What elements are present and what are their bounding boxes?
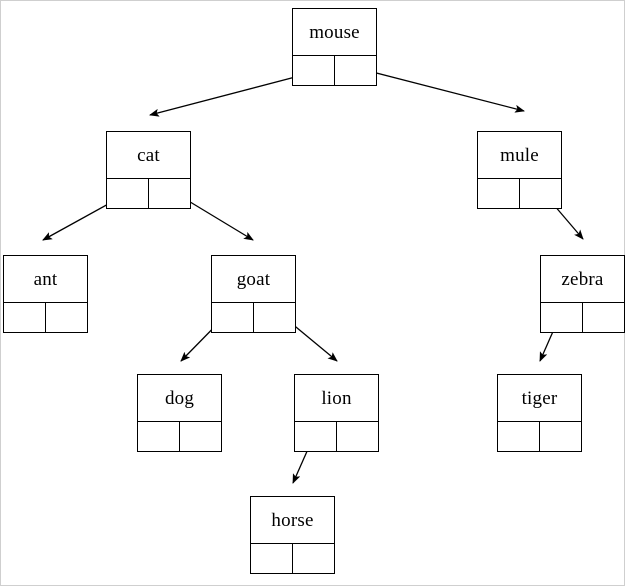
right-pointer-cell-zebra[interactable] — [583, 303, 624, 332]
node-pointers-ant — [4, 303, 87, 332]
right-pointer-cell-tiger[interactable] — [540, 422, 581, 451]
left-pointer-cell-ant[interactable] — [4, 303, 46, 332]
right-pointer-cell-horse[interactable] — [293, 544, 334, 573]
node-pointers-mouse — [293, 56, 376, 85]
tree-node-cat[interactable]: cat — [106, 131, 191, 209]
node-label-ant: ant — [4, 256, 87, 303]
node-label-dog: dog — [138, 375, 221, 422]
left-pointer-cell-cat[interactable] — [107, 179, 149, 208]
node-label-tiger: tiger — [498, 375, 581, 422]
left-pointer-cell-zebra[interactable] — [541, 303, 583, 332]
tree-node-lion[interactable]: lion — [294, 374, 379, 452]
node-label-zebra: zebra — [541, 256, 624, 303]
right-pointer-cell-goat[interactable] — [254, 303, 295, 332]
right-pointer-cell-ant[interactable] — [46, 303, 87, 332]
left-pointer-cell-mouse[interactable] — [293, 56, 335, 85]
tree-node-ant[interactable]: ant — [3, 255, 88, 333]
tree-node-mule[interactable]: mule — [477, 131, 562, 209]
node-pointers-cat — [107, 179, 190, 208]
right-pointer-cell-mule[interactable] — [520, 179, 561, 208]
node-label-horse: horse — [251, 497, 334, 544]
node-pointers-dog — [138, 422, 221, 451]
tree-node-tiger[interactable]: tiger — [497, 374, 582, 452]
node-pointers-lion — [295, 422, 378, 451]
node-pointers-horse — [251, 544, 334, 573]
tree-node-mouse[interactable]: mouse — [292, 8, 377, 86]
edge-mouse-to-mule — [352, 66, 525, 113]
tree-node-horse[interactable]: horse — [250, 496, 335, 574]
node-label-goat: goat — [212, 256, 295, 303]
node-pointers-mule — [478, 179, 561, 208]
left-pointer-cell-mule[interactable] — [478, 179, 520, 208]
right-pointer-cell-cat[interactable] — [149, 179, 190, 208]
node-label-mule: mule — [478, 132, 561, 179]
left-pointer-cell-lion[interactable] — [295, 422, 337, 451]
tree-node-goat[interactable]: goat — [211, 255, 296, 333]
left-pointer-cell-dog[interactable] — [138, 422, 180, 451]
node-label-cat: cat — [107, 132, 190, 179]
node-pointers-zebra — [541, 303, 624, 332]
node-label-lion: lion — [295, 375, 378, 422]
left-pointer-cell-horse[interactable] — [251, 544, 293, 573]
tree-node-zebra[interactable]: zebra — [540, 255, 625, 333]
tree-node-dog[interactable]: dog — [137, 374, 222, 452]
node-pointers-goat — [212, 303, 295, 332]
node-label-mouse: mouse — [293, 9, 376, 56]
right-pointer-cell-dog[interactable] — [180, 422, 221, 451]
right-pointer-cell-lion[interactable] — [337, 422, 378, 451]
right-pointer-cell-mouse[interactable] — [335, 56, 376, 85]
left-pointer-cell-goat[interactable] — [212, 303, 254, 332]
left-pointer-cell-tiger[interactable] — [498, 422, 540, 451]
node-pointers-tiger — [498, 422, 581, 451]
